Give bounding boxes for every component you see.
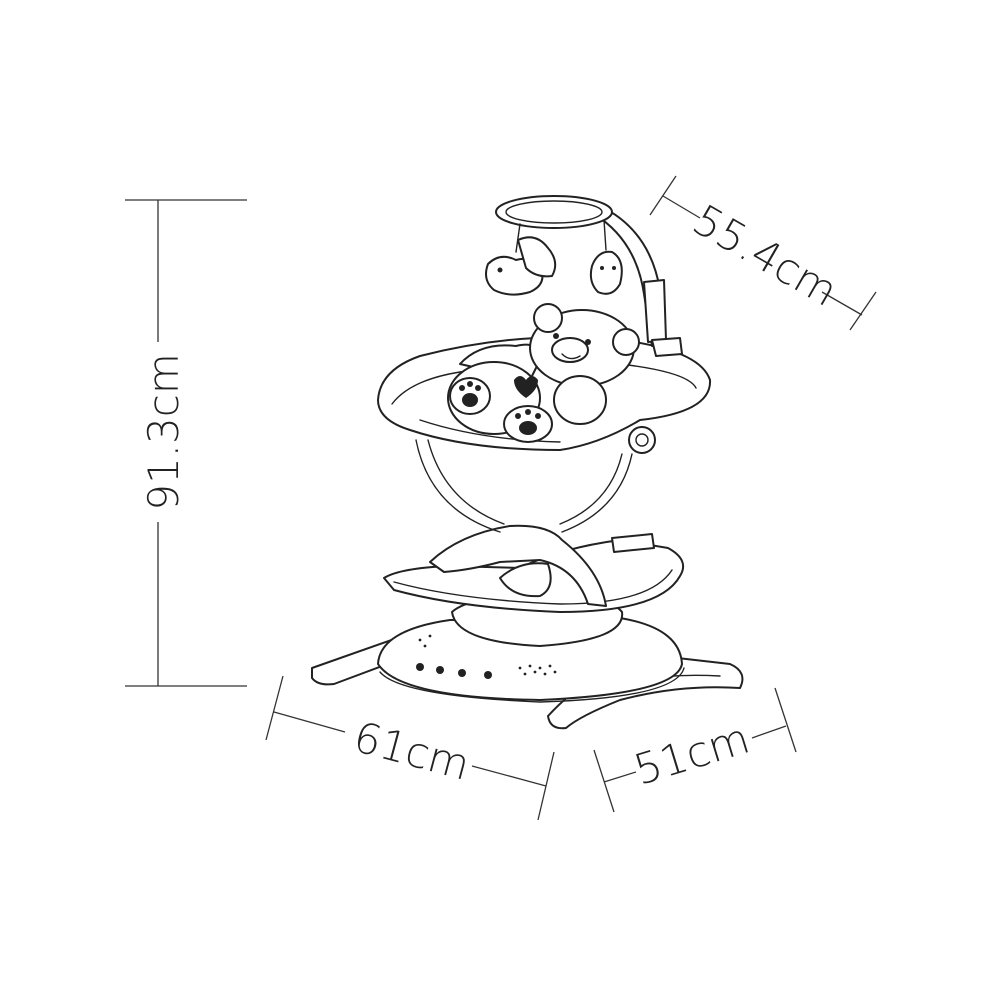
front-ext-left xyxy=(265,675,284,741)
depth-ext-right xyxy=(849,291,877,331)
base-rim xyxy=(379,667,685,703)
bear-eye-right xyxy=(585,339,591,345)
bird-toy xyxy=(517,236,557,278)
support-arch xyxy=(429,524,607,607)
height-dimension: 91.3cm xyxy=(125,199,247,687)
side-width-dimension: 51cm xyxy=(593,687,797,813)
side-line-a xyxy=(603,771,637,783)
front-line-b xyxy=(471,765,547,787)
control-button xyxy=(416,663,424,671)
baby-swing-illustration xyxy=(311,195,744,730)
mobile-string xyxy=(603,219,607,251)
heart-icon xyxy=(514,376,538,398)
front-width-label: 61cm xyxy=(349,712,475,790)
control-button xyxy=(458,669,466,677)
bear-eye-left xyxy=(553,333,559,339)
bear-ear-left xyxy=(533,303,563,333)
mobile-arm-sleeve xyxy=(643,279,667,343)
speaker-grille xyxy=(418,634,557,676)
control-button xyxy=(484,671,492,679)
egg-toy xyxy=(589,250,623,295)
cradle-arc-left xyxy=(415,439,501,533)
mobile-arm-joint xyxy=(651,337,683,357)
bear-mouth xyxy=(561,353,581,360)
depth-label: 55.4cm xyxy=(685,195,846,316)
control-buttons xyxy=(416,663,492,679)
side-knob-center xyxy=(635,433,649,447)
cradle-arc-right-inner xyxy=(559,453,623,525)
mobile-string xyxy=(515,223,521,253)
mobile-ring-inner xyxy=(505,200,603,224)
ring-clip xyxy=(611,533,655,553)
depth-line-a xyxy=(662,195,701,219)
base-housing xyxy=(377,617,683,701)
bear-foot xyxy=(553,375,607,425)
front-line-a xyxy=(273,711,346,733)
paw-print-icon xyxy=(519,421,537,435)
seat-lower-edge xyxy=(419,419,561,443)
column-hub xyxy=(499,562,552,598)
side-line-b xyxy=(751,725,787,739)
depth-dimension: 55.4cm xyxy=(649,175,877,331)
mobile-ring xyxy=(495,195,613,229)
lower-ring-inner xyxy=(393,569,673,605)
height-label: 91.3cm xyxy=(139,353,188,511)
cradle-arc-left-inner xyxy=(427,439,505,525)
cradle-arc-right xyxy=(561,453,633,533)
depth-line-b xyxy=(821,291,863,316)
side-ext-right xyxy=(774,687,797,753)
bear-ear-right xyxy=(612,328,640,356)
control-button xyxy=(436,666,444,674)
paw-print-icon xyxy=(462,393,478,407)
side-width-label: 51cm xyxy=(628,714,755,795)
depth-ext-left xyxy=(649,175,677,216)
side-knob xyxy=(628,426,656,454)
side-ext-left xyxy=(593,749,615,813)
